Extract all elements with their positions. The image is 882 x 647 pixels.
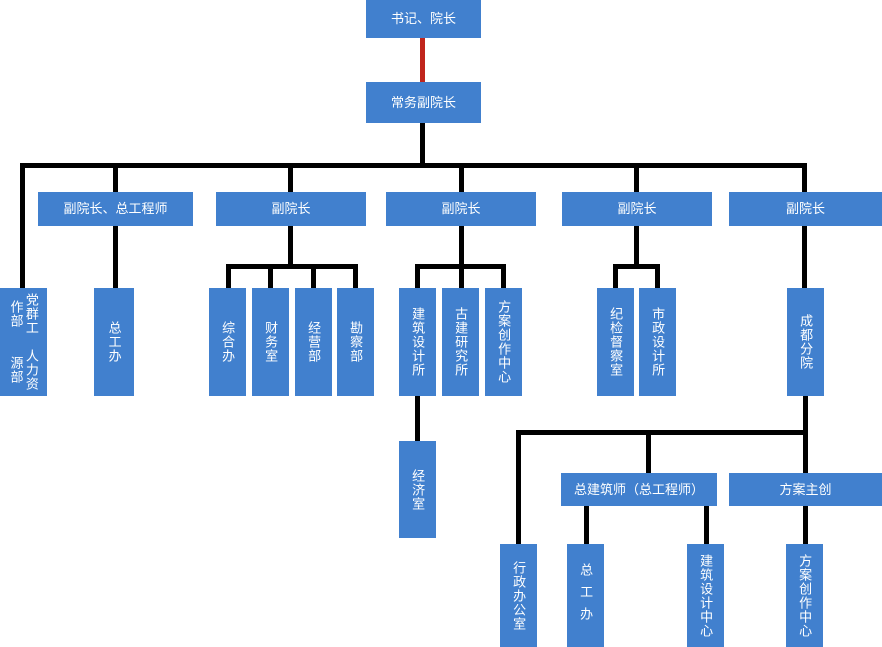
- node-chengdu-branch[interactable]: 成都分院: [787, 288, 824, 396]
- node-architecture-design-institute[interactable]: 建筑设计所: [399, 288, 436, 396]
- connector-chengdu-to-chief-architect: [646, 430, 651, 473]
- connector-chengdu-stem: [803, 395, 808, 432]
- connector-chengdu-to-admin-office: [516, 430, 521, 544]
- connector-institute-scheme: [501, 264, 506, 290]
- node-vice-dean-5[interactable]: 副院长: [729, 192, 882, 226]
- connector-vice-dean-4-bus: [613, 264, 660, 269]
- connector-vice-dean-4-stem: [634, 226, 639, 266]
- connector-bus-drop-vice-dean-4: [634, 163, 639, 192]
- node-branch-chief-engineer-office[interactable]: 总工办: [567, 544, 604, 647]
- node-administrative-office[interactable]: 行政办公室: [500, 544, 537, 647]
- node-scheme-lead[interactable]: 方案主创: [729, 473, 882, 506]
- connector-bus-drop-vice-dean-ce: [113, 163, 118, 192]
- connector-scheme-lead-to-center: [803, 506, 808, 544]
- node-chief-architect[interactable]: 总建筑师（总工程师）: [561, 473, 717, 506]
- node-scheme-creation-center[interactable]: 方案创作中心: [485, 288, 522, 396]
- node-ancient-architecture-institute[interactable]: 古建研究所: [442, 288, 479, 396]
- connector-bus-drop-far-left: [20, 163, 25, 290]
- connector-dept-survey: [353, 264, 358, 290]
- connector-chengdu-to-scheme-lead: [803, 430, 808, 473]
- node-economics-office[interactable]: 经济室: [399, 441, 436, 538]
- connector-level3-bus: [20, 163, 807, 168]
- connector-dean-to-exec-vice-dean: [420, 38, 425, 82]
- connector-dept-finance-office: [268, 264, 273, 290]
- connector-chief-architect-to-ce-office: [584, 506, 589, 544]
- connector-vice-dean-ce-drop: [113, 226, 118, 290]
- node-hr-dept-label: 人力资源部: [8, 348, 39, 391]
- connector-exec-vice-dean-drop: [420, 123, 425, 165]
- node-finance-office[interactable]: 财务室: [252, 288, 289, 396]
- connector-chief-architect-to-design-center: [704, 506, 709, 544]
- connector-architecture-to-economics: [415, 395, 420, 442]
- node-branch-scheme-creation-center[interactable]: 方案创作中心: [786, 544, 823, 647]
- node-general-office[interactable]: 综合办: [209, 288, 246, 396]
- node-survey-dept[interactable]: 勘察部: [337, 288, 374, 396]
- node-vice-dean-4[interactable]: 副院长: [562, 192, 712, 226]
- connector-institute-ancient: [459, 264, 464, 290]
- connector-vice-dean-3-stem: [459, 226, 464, 266]
- node-vice-dean-chief-engineer[interactable]: 副院长、总工程师: [38, 192, 193, 226]
- node-vice-dean-2[interactable]: 副院长: [216, 192, 366, 226]
- connector-vice-dean-2-stem: [288, 226, 293, 266]
- node-architecture-design-center[interactable]: 建筑设计中心: [687, 544, 724, 647]
- connector-unit-municipal: [655, 264, 660, 290]
- node-chief-engineer-office[interactable]: 总工办: [94, 288, 134, 396]
- connector-vice-dean-5-drop: [802, 226, 807, 290]
- connector-bus-drop-vice-dean-2: [288, 163, 293, 192]
- connector-vice-dean-2-bus: [226, 264, 358, 269]
- connector-bus-drop-vice-dean-5: [802, 163, 807, 192]
- node-hr-and-party-work[interactable]: 党群工作部 人力资源部: [0, 288, 47, 396]
- connector-bus-drop-vice-dean-3: [459, 163, 464, 192]
- connector-unit-discipline: [613, 264, 618, 290]
- node-party-work-dept-label: 党群工作部: [8, 293, 39, 336]
- node-secretary-dean[interactable]: 书记、院长: [366, 0, 481, 38]
- connector-dept-operation: [311, 264, 316, 290]
- node-vice-dean-3[interactable]: 副院长: [386, 192, 536, 226]
- node-discipline-inspection-office[interactable]: 纪检督察室: [597, 288, 634, 396]
- connector-institute-architecture: [415, 264, 420, 290]
- connector-dept-general-office: [226, 264, 231, 290]
- node-operation-dept[interactable]: 经营部: [295, 288, 332, 396]
- node-executive-vice-dean[interactable]: 常务副院长: [366, 82, 481, 123]
- node-municipal-design-institute[interactable]: 市政设计所: [639, 288, 676, 396]
- connector-chengdu-bus: [516, 430, 808, 435]
